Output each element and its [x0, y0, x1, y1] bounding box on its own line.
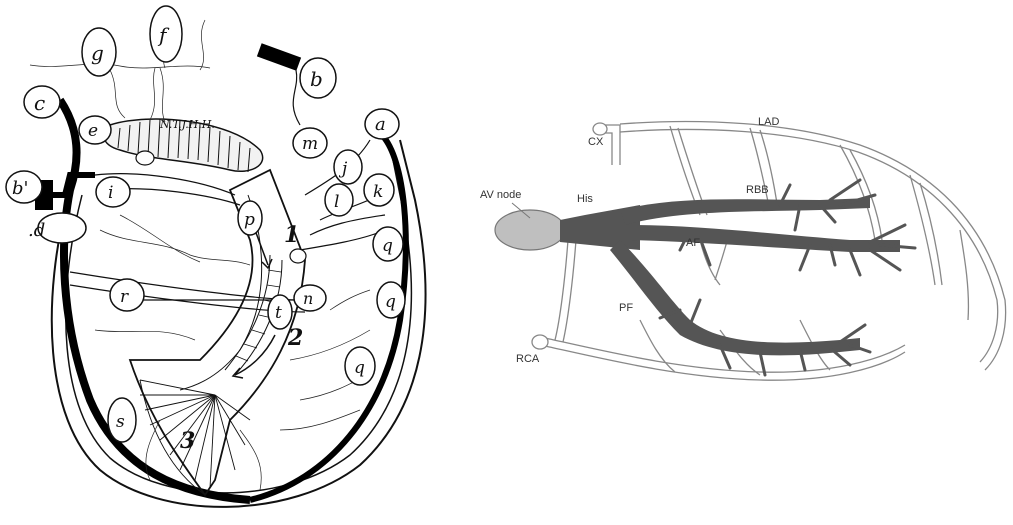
- arrow-t: [235, 335, 275, 375]
- circle-q-3: q: [345, 347, 375, 385]
- circle-f: f: [150, 6, 182, 62]
- rca-ostium: [532, 335, 548, 349]
- left-hand-drawn-heart-diagram: c b' .d e i g f b: [6, 6, 426, 507]
- label-pf: PF: [619, 302, 633, 314]
- label-cx: CX: [588, 136, 604, 148]
- label-n: n: [303, 289, 313, 308]
- cx-ostium: [593, 123, 607, 135]
- af-branch: [630, 225, 900, 252]
- circle-l: l: [325, 184, 353, 216]
- region-1-label: 1: [284, 222, 299, 248]
- label-l: l: [334, 192, 339, 212]
- small-band-circle: [290, 249, 306, 263]
- circle-b: b: [300, 58, 336, 98]
- label-b: b: [310, 67, 323, 91]
- label-rca: RCA: [516, 353, 540, 365]
- circle-g-top: g: [82, 28, 116, 76]
- label-q-2: q: [385, 292, 396, 312]
- av-node: [495, 210, 565, 250]
- label-his: His: [577, 193, 593, 205]
- circle-c: c: [24, 86, 60, 118]
- label-rbb: RBB: [746, 184, 769, 196]
- label-i: i: [108, 183, 113, 203]
- circle-s: s: [108, 398, 136, 442]
- label-a: a: [375, 114, 386, 135]
- label-af: AF: [686, 237, 700, 249]
- label-p: p: [244, 210, 255, 230]
- label-r: r: [120, 287, 129, 307]
- label-q-1: q: [382, 236, 393, 256]
- label-b-prime: b': [12, 178, 28, 199]
- septal-band: [130, 170, 305, 495]
- circle-i: i: [96, 177, 130, 207]
- label-g: g: [91, 41, 104, 65]
- conduction-system: [495, 198, 900, 355]
- circle-r: r: [110, 279, 144, 311]
- right-schematic-diagram: LAD CX AV node His RBB AF PF RCA: [480, 116, 1006, 380]
- label-d: .d: [28, 220, 45, 241]
- region-2-label: 2: [287, 325, 303, 351]
- label-k: k: [373, 182, 383, 202]
- circle-d: .d: [28, 213, 86, 243]
- circle-p: p: [238, 201, 262, 235]
- label-c: c: [34, 91, 45, 115]
- circle-e: e: [79, 116, 111, 144]
- label-m: m: [302, 134, 318, 154]
- label-e: e: [88, 121, 98, 141]
- region-3-label: 3: [180, 428, 195, 454]
- circle-a: a: [365, 109, 399, 139]
- circle-b-prime: b': [6, 171, 42, 203]
- label-t: t: [275, 303, 282, 323]
- label-av-node: AV node: [480, 189, 521, 201]
- pf-branch: [610, 240, 860, 355]
- circle-j: j: [334, 150, 362, 184]
- label-q-3: q: [354, 358, 365, 378]
- circle-k: k: [364, 174, 394, 206]
- circle-q-2: q: [377, 282, 405, 318]
- wire-b-to-m: [293, 70, 300, 125]
- block-b: [257, 43, 301, 71]
- circle-t: t: [268, 295, 292, 329]
- node-label: N.T.J.H.H.: [159, 118, 215, 131]
- circle-n: n: [294, 285, 326, 311]
- label-s: s: [116, 412, 125, 432]
- label-lad: LAD: [758, 116, 779, 128]
- small-node-circle: [136, 151, 154, 165]
- circle-m: m: [293, 128, 327, 158]
- circle-q-1: q: [373, 227, 403, 261]
